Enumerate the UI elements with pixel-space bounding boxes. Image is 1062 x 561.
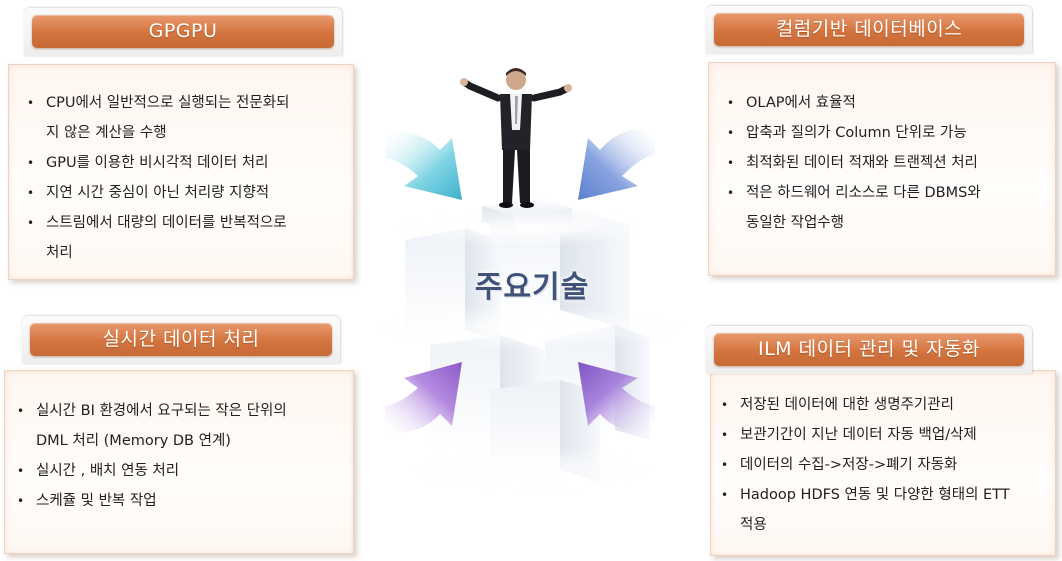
- bullet-icon: •: [721, 428, 729, 442]
- bullet-icon: •: [721, 488, 729, 502]
- arrow-bottom-right-icon: [578, 362, 655, 433]
- panel-column-db-list: •OLAP에서 효율적 •압축과 질의가 Column 단위로 가능 •최적화된…: [724, 88, 1054, 238]
- list-item: 처리: [46, 245, 73, 261]
- panel-ilm-list: •저장된 데이터에 대한 생명주기관리 •보관기간이 지난 데이터 자동 백업/…: [718, 390, 1056, 540]
- panel-ilm-tab: ILM 데이터 관리 및 자동화: [706, 326, 1032, 374]
- center-title: 주요기술: [474, 270, 590, 305]
- panel-column-db: 컬럼기반 데이터베이스 •OLAP에서 효율적 •압축과 질의가 Column …: [700, 0, 1062, 290]
- bullet-icon: •: [27, 216, 35, 230]
- bullet-icon: •: [721, 458, 729, 472]
- list-item: 지 않은 계산을 수행: [46, 125, 167, 141]
- panel-gpgpu-tab: GPGPU: [24, 8, 342, 56]
- list-item: 적용: [740, 517, 767, 533]
- arrow-top-right-icon: [578, 127, 655, 200]
- bullet-icon: •: [727, 186, 735, 200]
- panel-gpgpu-body: [8, 64, 354, 280]
- businessman-figure: [460, 68, 572, 208]
- list-item: •지연 시간 중심이 아닌 처리량 지향적: [24, 178, 352, 208]
- bullet-icon: •: [17, 404, 25, 418]
- panel-realtime-tab: 실시간 데이터 처리: [22, 316, 340, 364]
- panel-realtime: 실시간 데이터 처리 •실시간 BI 환경에서 요구되는 작은 단위의 DML …: [0, 316, 362, 561]
- bullet-icon: •: [27, 186, 35, 200]
- bullet-icon: •: [27, 156, 35, 170]
- panel-column-db-tab: 컬럼기반 데이터베이스: [706, 6, 1032, 54]
- list-item: •실시간 , 배치 연동 처리: [14, 456, 354, 486]
- list-item: •보관기간이 지난 데이터 자동 백업/삭제: [718, 420, 1056, 450]
- panel-column-db-title: 컬럼기반 데이터베이스: [714, 13, 1024, 46]
- panel-gpgpu: GPGPU •CPU에서 일반적으로 실행되는 전문화되 지 않은 계산을 수행…: [0, 0, 362, 290]
- panel-realtime-list: •실시간 BI 환경에서 요구되는 작은 단위의 DML 처리 (Memory …: [14, 396, 354, 516]
- list-item: •실시간 BI 환경에서 요구되는 작은 단위의: [14, 396, 354, 426]
- bullet-icon: •: [17, 494, 25, 508]
- list-item: DML 처리 (Memory DB 연계): [36, 433, 231, 449]
- list-item: 동일한 작업수행: [746, 215, 844, 231]
- list-item: •저장된 데이터에 대한 생명주기관리: [718, 390, 1056, 420]
- list-item: •압축과 질의가 Column 단위로 가능: [724, 118, 1054, 148]
- panel-ilm-body: [710, 370, 1056, 556]
- panel-gpgpu-title: GPGPU: [32, 15, 334, 48]
- bullet-icon: •: [727, 126, 735, 140]
- list-item: •적은 하드웨어 리소스로 다른 DBMS와: [724, 178, 1054, 208]
- list-item: •스케쥴 및 반복 작업: [14, 486, 354, 516]
- panel-ilm: ILM 데이터 관리 및 자동화 •저장된 데이터에 대한 생명주기관리 •보관…: [700, 316, 1062, 561]
- list-item: •스트림에서 대량의 데이터를 반복적으로: [24, 208, 352, 238]
- panel-column-db-body: [708, 62, 1056, 276]
- panel-ilm-title: ILM 데이터 관리 및 자동화: [714, 333, 1024, 366]
- list-item: •OLAP에서 효율적: [724, 88, 1054, 118]
- bullet-icon: •: [727, 156, 735, 170]
- bullet-icon: •: [721, 398, 729, 412]
- list-item: •데이터의 수집->저장->폐기 자동화: [718, 450, 1056, 480]
- arrow-top-left-icon: [385, 131, 462, 200]
- panel-realtime-body: [4, 370, 354, 554]
- panel-gpgpu-list: •CPU에서 일반적으로 실행되는 전문화되 지 않은 계산을 수행 •GPU를…: [24, 88, 352, 268]
- list-item: •최적화된 데이터 적재와 트랜젝션 처리: [724, 148, 1054, 178]
- panel-realtime-title: 실시간 데이터 처리: [30, 323, 332, 356]
- cubes-cluster: [365, 198, 685, 495]
- bullet-icon: •: [727, 96, 735, 110]
- list-item: •GPU를 이용한 비시각적 데이터 처리: [24, 148, 352, 178]
- arrow-bottom-left-icon: [385, 362, 462, 433]
- bullet-icon: •: [27, 96, 35, 110]
- list-item: •CPU에서 일반적으로 실행되는 전문화되: [24, 88, 352, 118]
- bullet-icon: •: [17, 464, 25, 478]
- list-item: •Hadoop HDFS 연동 및 다양한 형태의 ETT: [718, 480, 1056, 510]
